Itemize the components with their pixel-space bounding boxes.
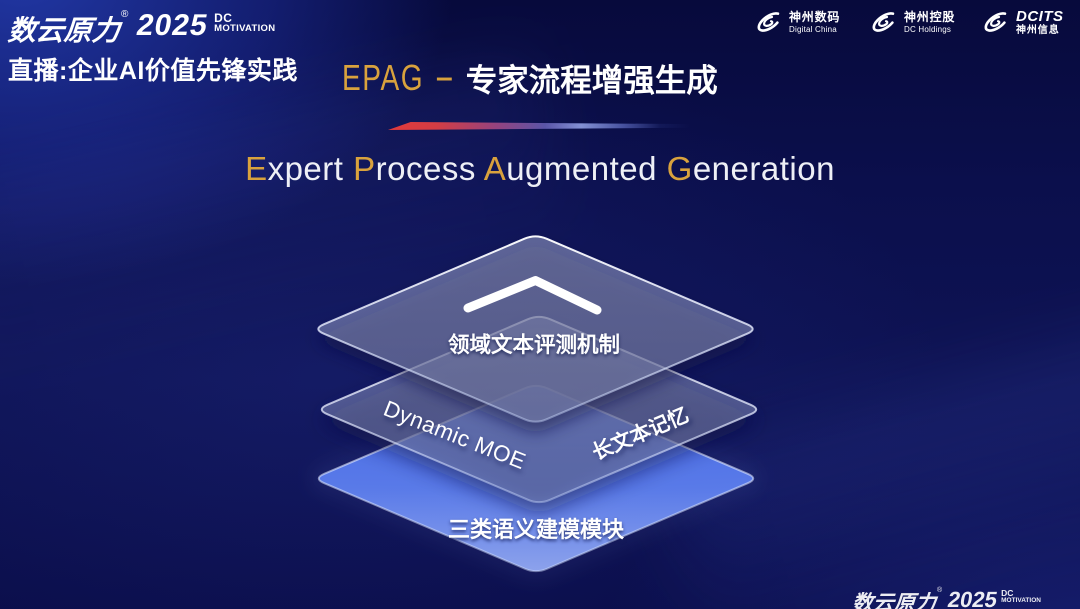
svg-text:三类语义建模模块: 三类语义建模模块 — [448, 517, 625, 542]
svg-text:领域文本评测机制: 领域文本评测机制 — [448, 332, 620, 357]
